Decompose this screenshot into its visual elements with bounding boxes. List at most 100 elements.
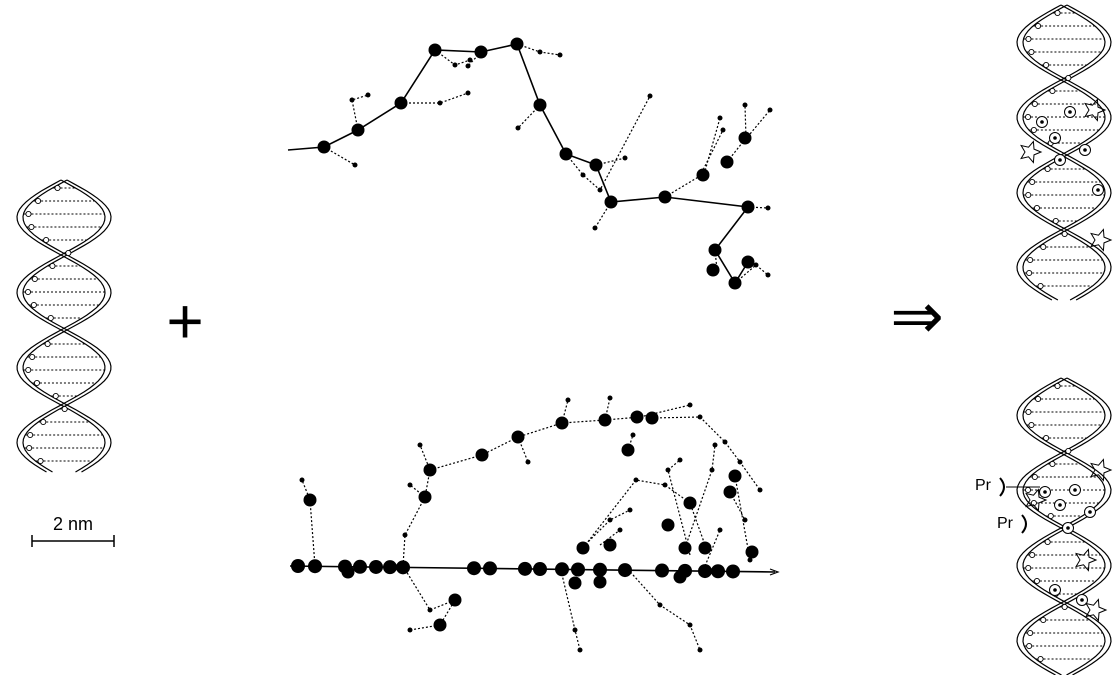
- ionization-event: [394, 96, 408, 110]
- ionization-event: [571, 562, 585, 577]
- ionization-small: [617, 527, 623, 533]
- base-marker: [1047, 512, 1054, 520]
- ionization-small: [765, 272, 771, 278]
- ionization-small: [352, 162, 358, 168]
- base-marker: [1035, 395, 1042, 403]
- lesion-core: [1080, 598, 1084, 602]
- lesion-core: [1053, 136, 1057, 140]
- ionization-small: [717, 527, 723, 533]
- secondary-track: [599, 529, 621, 546]
- ionization-small: [299, 477, 305, 483]
- base-marker: [1061, 603, 1068, 611]
- lesion-core: [1058, 503, 1062, 507]
- base-marker: [1030, 126, 1037, 134]
- ionization-event: [698, 564, 712, 579]
- base-marker: [1025, 191, 1032, 199]
- secondary-track: [651, 416, 761, 491]
- secondary-track: [402, 444, 431, 567]
- strand-break: [1090, 228, 1113, 252]
- helix-strand: [16, 179, 106, 473]
- ionization-event: [568, 576, 582, 590]
- ionization-small: [742, 517, 748, 523]
- ionization-event: [630, 410, 644, 424]
- lesion-core: [1088, 510, 1092, 514]
- ionization-small: [633, 477, 639, 483]
- ionization-small: [657, 602, 663, 608]
- ionization-event: [423, 463, 437, 477]
- ionization-event: [618, 563, 632, 578]
- base-marker: [1035, 22, 1042, 30]
- ionization-event: [448, 593, 462, 607]
- ionization-small: [687, 402, 693, 408]
- plus-sign: +: [166, 285, 203, 357]
- intact-dna-helix: [16, 179, 112, 473]
- ionization-small: [697, 647, 703, 653]
- secondary-track: [627, 434, 634, 451]
- helix-strand: [22, 179, 112, 473]
- ionization-event: [683, 496, 697, 510]
- ionization-event: [738, 131, 752, 145]
- strand-break: [1075, 548, 1098, 572]
- base-marker: [44, 340, 51, 348]
- base-marker: [1033, 204, 1041, 212]
- lesion-core: [1058, 158, 1062, 162]
- ionization-small: [597, 187, 603, 193]
- helix-strand: [1016, 4, 1106, 301]
- helix-strand: [1022, 4, 1112, 301]
- ionization-small: [365, 92, 371, 98]
- ionization-small: [417, 442, 423, 448]
- ionization-small: [525, 459, 531, 465]
- ionization-small: [709, 467, 715, 473]
- ionization-event: [673, 570, 687, 584]
- ionization-small: [712, 442, 718, 448]
- ionization-event: [483, 561, 497, 576]
- base-marker: [61, 405, 68, 413]
- implies-arrow: ⇒: [890, 280, 944, 352]
- ionization-small: [720, 127, 726, 133]
- ionization-small: [722, 439, 728, 445]
- ionization-small: [630, 432, 636, 438]
- base-marker: [1054, 382, 1061, 390]
- ionization-event: [645, 411, 659, 425]
- ionization-event: [303, 493, 317, 507]
- base-marker: [30, 301, 37, 309]
- ionization-small: [402, 532, 408, 538]
- ionization-event: [291, 559, 305, 573]
- base-marker: [24, 288, 32, 296]
- base-marker: [1049, 87, 1056, 95]
- secondary-track: [409, 484, 426, 498]
- ionization-event: [559, 147, 573, 161]
- ionization-event: [428, 43, 442, 57]
- base-marker: [49, 262, 56, 270]
- secondary-track: [301, 479, 316, 567]
- ionization-event: [708, 243, 722, 257]
- ionization-event: [728, 469, 742, 483]
- ionization-event: [678, 541, 692, 555]
- ionization-small: [437, 100, 443, 106]
- ionization-small: [747, 557, 753, 563]
- strand-break: [1020, 140, 1043, 164]
- base-marker: [1049, 460, 1056, 468]
- base-marker: [1026, 269, 1033, 277]
- ionization-event: [475, 448, 489, 462]
- base-marker: [1037, 655, 1044, 663]
- ionization-small: [592, 225, 598, 231]
- ionization-event: [621, 443, 635, 457]
- secondary-track: [664, 129, 724, 198]
- helix-strand: [1022, 4, 1112, 301]
- ionization-event: [604, 195, 618, 209]
- secondary-track: [565, 95, 651, 191]
- secondary-track: [582, 479, 706, 549]
- lesion-core: [1066, 526, 1070, 530]
- strand-break: [1084, 98, 1107, 122]
- base-marker: [25, 210, 32, 218]
- ionization-small: [452, 62, 458, 68]
- ionization-event: [396, 560, 410, 575]
- ionization-small: [467, 57, 473, 63]
- ionization-event: [589, 158, 603, 172]
- ionization-small: [465, 90, 471, 96]
- ionization-small: [662, 482, 668, 488]
- ionization-small: [607, 517, 613, 523]
- ionization-event: [726, 564, 740, 579]
- base-marker: [1044, 165, 1051, 173]
